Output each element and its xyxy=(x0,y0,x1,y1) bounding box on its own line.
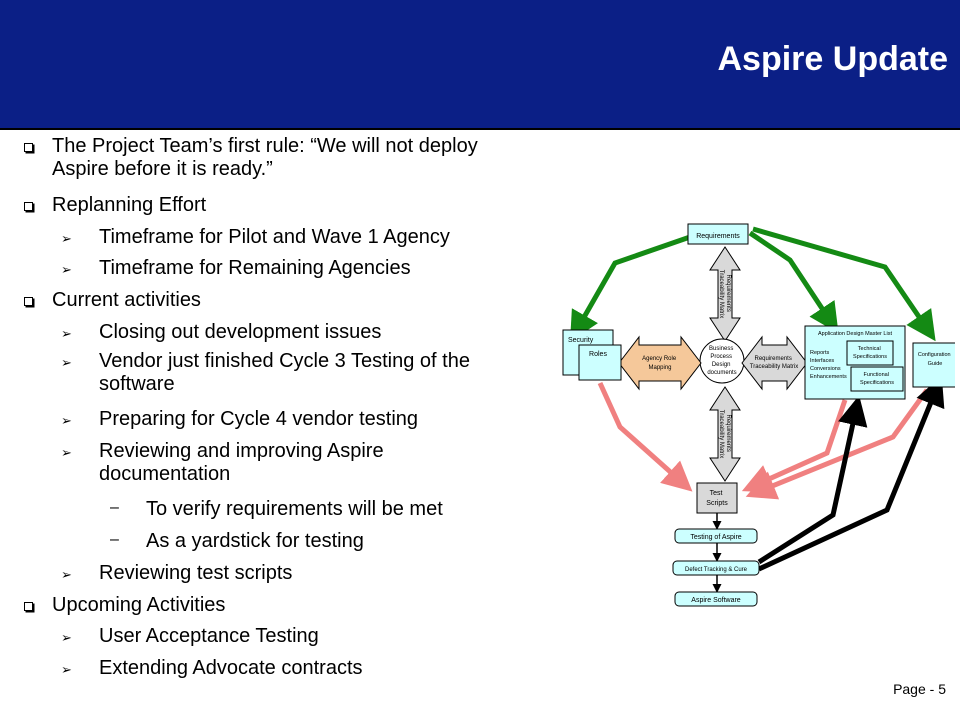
testing-of-aspire-box xyxy=(674,528,758,544)
roles-box xyxy=(578,344,622,381)
rtm-top-label: Requirements Traceability Matrix xyxy=(718,270,731,318)
green-arrow-appdesign xyxy=(748,230,839,334)
arrow-bullet-icon: ➢ xyxy=(61,567,72,582)
arrow-bullet-icon: ➢ xyxy=(61,445,72,460)
fs-line-1: Functional xyxy=(864,372,889,378)
agency-role-arrow xyxy=(618,335,702,391)
bullet-text: User Acceptance Testing xyxy=(99,625,319,647)
agency-role-label: Agency Role Mapping xyxy=(642,356,678,371)
arm-line-1: Agency Role xyxy=(642,356,677,362)
bullet-text: Closing out development issues xyxy=(99,321,382,343)
app-design-label: Application Design Master List xyxy=(818,331,892,337)
arrow-bullet-icon: ➢ xyxy=(61,231,72,246)
bullet-text: To verify requirements will be met xyxy=(146,498,443,520)
black-arrow-tech xyxy=(757,395,868,565)
bp-line-4: documents xyxy=(707,370,736,376)
arrow-bullet-icon: ➢ xyxy=(61,662,72,677)
rtm-arrow-right xyxy=(741,335,808,391)
bullet-text: Preparing for Cycle 4 vendor testing xyxy=(99,408,419,430)
square-bullet-icon xyxy=(24,199,33,214)
black-arrow-config xyxy=(757,375,945,572)
rtm-arrow-bottom xyxy=(709,386,741,482)
bullet-text: Timeframe for Remaining Agencies xyxy=(99,257,411,279)
rtm-bottom-line-2: Traceability Matrix xyxy=(718,410,724,458)
arrow-bullet-icon: ➢ xyxy=(61,262,72,277)
bullet-list: The Project Team’s first rule: “We will … xyxy=(24,135,478,679)
bullet-text: Replanning Effort xyxy=(52,194,207,216)
roles-label: Roles xyxy=(589,351,607,358)
tsc-line-1: Test xyxy=(710,490,723,497)
dash-bullet-icon: – xyxy=(110,531,119,548)
arrow-bullet-icon: ➢ xyxy=(61,326,72,341)
title-banner: Aspire Update xyxy=(0,0,960,130)
bullet-text: Extending Advocate contracts xyxy=(99,657,363,679)
square-bullet-icon xyxy=(24,294,33,309)
tsc-line-2: Scripts xyxy=(706,500,728,507)
rice-4: Enhancements xyxy=(810,374,847,380)
bullet-text: Timeframe for Pilot and Wave 1 Agency xyxy=(99,226,450,248)
arm-line-2: Mapping xyxy=(648,365,671,371)
cg-line-1: Configuration xyxy=(918,352,951,358)
bullet-text: Aspire before it is ready.” xyxy=(52,158,273,180)
aspire-software-label: Aspire Software xyxy=(691,597,741,604)
cg-line-2: Guide xyxy=(928,361,943,367)
rtm-top-line-1: Requirements xyxy=(725,274,731,311)
functional-specs-box xyxy=(850,366,904,392)
ts-line-2: Specifications xyxy=(853,354,887,360)
test-scripts-box xyxy=(696,482,738,514)
rice-1: Reports xyxy=(810,350,830,356)
technical-specs-label: Technical Specifications xyxy=(853,346,887,360)
bullet-text: As a yardstick for testing xyxy=(146,530,364,552)
requirements-box xyxy=(687,223,749,245)
bullet-text: Current activities xyxy=(52,289,201,311)
rtm-arrow-top xyxy=(709,246,741,342)
green-arrow-security xyxy=(570,234,691,342)
rice-3: Conversions xyxy=(810,366,841,372)
bullet-text: Upcoming Activities xyxy=(52,594,226,616)
bullet-text: Vendor just finished Cycle 3 Testing of … xyxy=(99,350,470,372)
test-scripts-label: Test Scripts xyxy=(706,490,728,507)
page-number: Page - 5 xyxy=(893,681,946,697)
defect-tracking-label: Defect Tracking & Cure xyxy=(685,567,748,573)
bp-line-2: Process xyxy=(710,354,732,360)
process-diagram: Requirements Requirements Traceability M… xyxy=(562,223,955,607)
config-guide-box xyxy=(912,342,955,388)
testing-of-aspire-label: Testing of Aspire xyxy=(690,534,741,541)
security-label: Security xyxy=(568,337,594,344)
fs-line-2: Specifications xyxy=(860,380,894,386)
rtm-bottom-label: Requirements Traceability Matrix xyxy=(718,410,731,458)
pink-arrow-config xyxy=(745,388,930,500)
bullet-text: documentation xyxy=(99,463,231,485)
rice-2: Interfaces xyxy=(810,358,834,364)
green-arrow-config xyxy=(752,226,936,342)
bullet-text: Reviewing test scripts xyxy=(99,562,293,584)
arrow-bullet-icon: ➢ xyxy=(61,413,72,428)
bullet-text: The Project Team’s first rule: “We will … xyxy=(52,135,478,157)
square-bullet-icon xyxy=(24,140,33,155)
rtm-top-line-2: Traceability Matrix xyxy=(718,270,724,318)
rtmr-line-1: Requirements xyxy=(754,356,791,362)
bullet-text: software xyxy=(99,373,175,395)
pink-arrow-security xyxy=(597,381,693,492)
functional-specs-label: Functional Specifications xyxy=(860,372,894,386)
arrow-bullet-icon: ➢ xyxy=(61,355,72,370)
requirements-label: Requirements xyxy=(696,233,740,240)
slide-title: Aspire Update xyxy=(717,40,949,78)
bp-line-1: Business xyxy=(709,346,733,352)
business-process-label: Business Process Design documents xyxy=(707,346,736,376)
bp-line-3: Design xyxy=(712,362,731,368)
rtm-right-label: Requirements Traceability Matrix xyxy=(750,356,798,370)
aspire-software-box xyxy=(674,591,758,607)
config-guide-label: Configuration Guide xyxy=(918,352,952,367)
arrow-bullet-icon: ➢ xyxy=(61,630,72,645)
rtm-bottom-line-1: Requirements xyxy=(725,414,731,451)
technical-specs-box xyxy=(846,340,894,366)
rice-list: Reports Interfaces Conversions Enhanceme… xyxy=(810,350,847,380)
bullet-text: Reviewing and improving Aspire xyxy=(99,440,384,462)
ts-line-1: Technical xyxy=(858,346,881,352)
defect-tracking-box xyxy=(672,560,760,576)
dash-bullet-icon: – xyxy=(110,499,119,516)
square-bullet-icon xyxy=(24,599,33,614)
rtmr-line-2: Traceability Matrix xyxy=(750,364,798,370)
